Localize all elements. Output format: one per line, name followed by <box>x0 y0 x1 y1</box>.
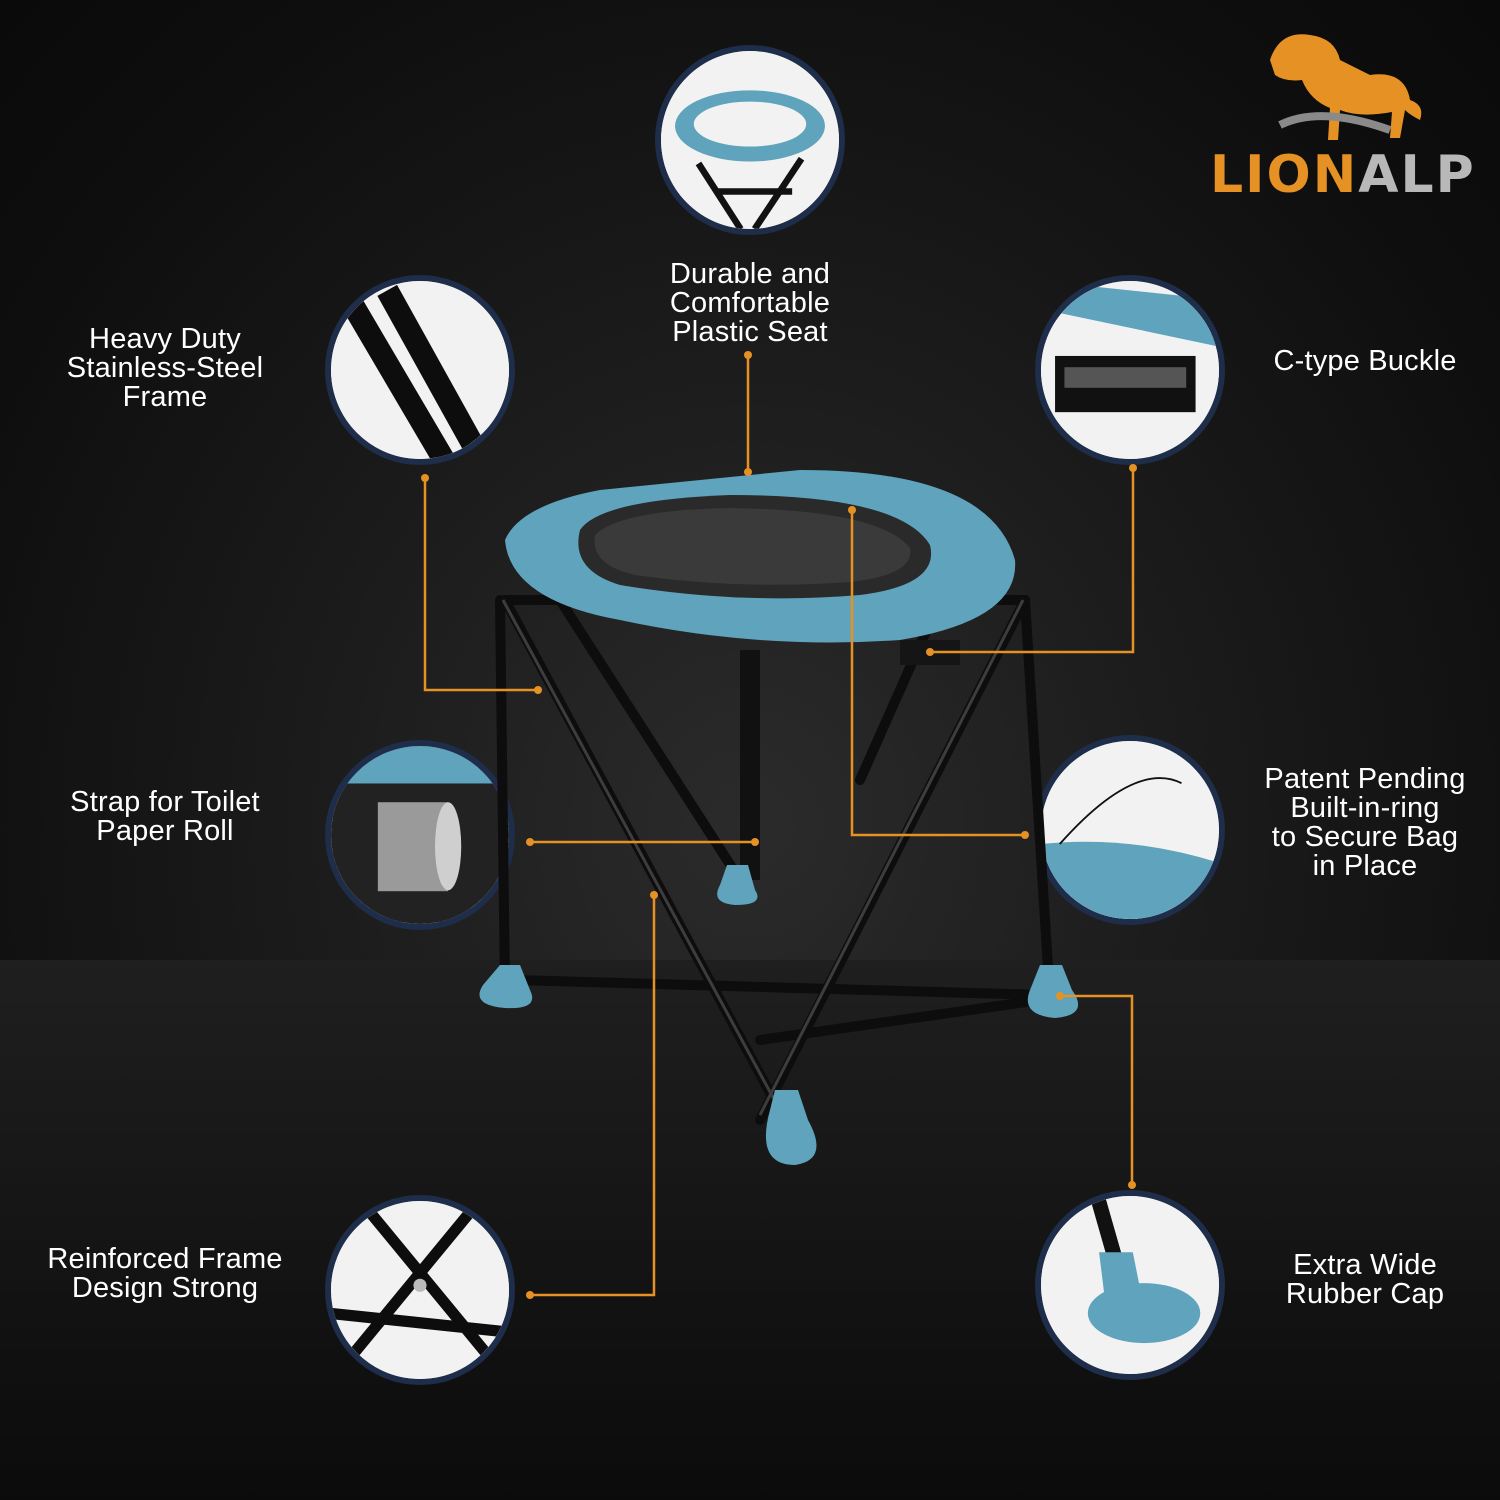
buckle-label: C-type Buckle <box>1273 345 1457 377</box>
chair-frame <box>495 595 1055 1135</box>
buckle-detail-circle <box>1035 275 1225 465</box>
ring-detail-circle <box>1035 735 1225 925</box>
brand-part-1: LION <box>1210 145 1359 205</box>
leader-lines <box>423 355 1135 1297</box>
chair-frame-highlights <box>501 599 1025 1126</box>
leader-dots <box>421 351 1137 1299</box>
lion-logo-icon <box>1270 34 1422 140</box>
brand-part-2: ALP <box>1358 145 1476 205</box>
frame-detail-circle <box>325 275 515 465</box>
seat-label: Durable and Comfortable Plastic Seat <box>669 258 831 348</box>
strap <box>740 650 760 880</box>
seat-detail-circle <box>655 45 845 235</box>
reinforced-label: Reinforced Frame Design Strong <box>47 1243 283 1304</box>
ring-label: Patent Pending Built-in-ring to Secure B… <box>1264 763 1466 882</box>
strap-detail-circle <box>325 740 515 930</box>
rubber-feet <box>479 865 1079 1165</box>
frame-label: Heavy Duty Stainless-Steel Frame <box>66 323 264 413</box>
cap-label: Extra Wide Rubber Cap <box>1285 1249 1445 1310</box>
brand-wordmark: LIONALP <box>1210 145 1476 205</box>
seat <box>505 470 1016 643</box>
reinforced-detail-circle <box>325 1195 515 1385</box>
cap-detail-circle <box>1035 1190 1225 1380</box>
strap-label: Strap for Toilet Paper Roll <box>70 786 260 847</box>
